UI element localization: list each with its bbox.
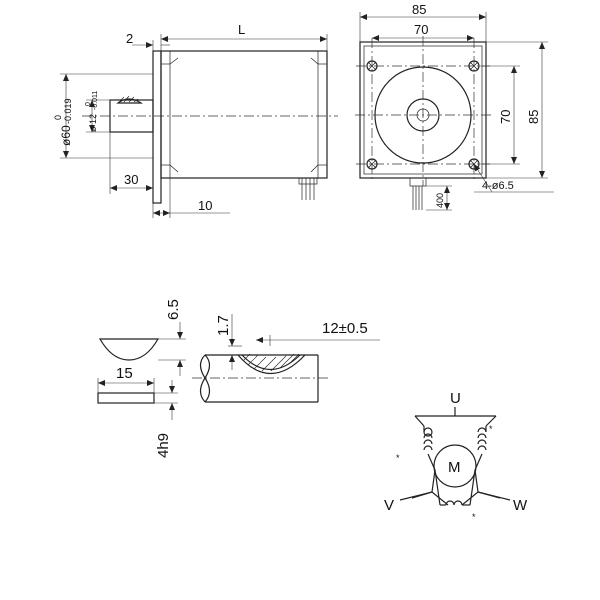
lead-wires-front: [298, 177, 318, 200]
mounting-holes-label: 4-ø6.5: [482, 180, 514, 192]
key-length-label: 15: [116, 365, 133, 382]
shaft-keyseat-detail: 1.7 12±0.5: [192, 314, 380, 403]
polarity-mark-right: *: [489, 424, 493, 434]
coil-right: [474, 426, 487, 471]
svg-text:ø 12: ø 12: [88, 114, 98, 132]
phase-u-label: U: [450, 390, 461, 407]
lead-wires-end: [409, 177, 427, 210]
shaft-keyseat: [116, 98, 143, 104]
svg-text:0: 0: [85, 102, 92, 106]
coil-bottom: [440, 500, 470, 506]
wiring-schematic: M * * * U V W: [384, 390, 528, 522]
phase-legs: [399, 491, 511, 506]
flange-plate: [152, 50, 162, 204]
svg-text:0: 0: [53, 115, 63, 120]
polarity-mark-bottom: *: [472, 512, 476, 522]
shaft-length-label: 30: [124, 172, 138, 187]
length-label: L: [238, 22, 245, 37]
svg-text:-0.011: -0.011: [92, 91, 99, 110]
motor-end-view: 85 70 70 85 400 4-ø6.5: [355, 2, 554, 211]
woodruff-key-top: [97, 392, 155, 404]
polarity-mark-left: *: [396, 453, 400, 463]
woodruff-key-profile: [98, 338, 160, 361]
phase-v-label: V: [384, 497, 394, 514]
key-height-label: 6.5: [165, 299, 182, 320]
hole-spacing-width-label: 70: [414, 22, 428, 37]
coil-left: [423, 426, 436, 471]
pilot-diameter-label: ø60 0 -0.019: [53, 98, 73, 146]
motor-symbol-label: M: [448, 459, 461, 476]
key-detail: 6.5 15 4h9: [97, 299, 380, 458]
keyseat-length-label: 12±0.5: [322, 320, 368, 337]
hole-spacing-height-label: 70: [498, 110, 513, 124]
flange-thickness-label: 2: [126, 31, 133, 46]
motor-body: [160, 50, 328, 179]
keyseat-depth-label: 1.7: [215, 315, 232, 336]
svg-text:ø60: ø60: [59, 125, 73, 146]
lead-length-label: 400: [435, 193, 445, 208]
phase-w-label: W: [513, 497, 528, 514]
motor-front-view: L 2 ø60 0 -0.019 ø 12 0 -0.011 30: [53, 22, 338, 218]
shaft-diameter-label: ø 12 0 -0.011: [85, 91, 99, 132]
key-width-label: 4h9: [155, 433, 172, 458]
mounting-holes: [366, 60, 480, 170]
motor-symbol: [433, 444, 477, 488]
outer-width-label: 85: [412, 2, 426, 17]
outer-height-label: 85: [526, 110, 541, 124]
step-length-label: 10: [198, 198, 212, 213]
svg-text:-0.019: -0.019: [63, 98, 73, 124]
keyseat-hatching: [243, 353, 300, 372]
